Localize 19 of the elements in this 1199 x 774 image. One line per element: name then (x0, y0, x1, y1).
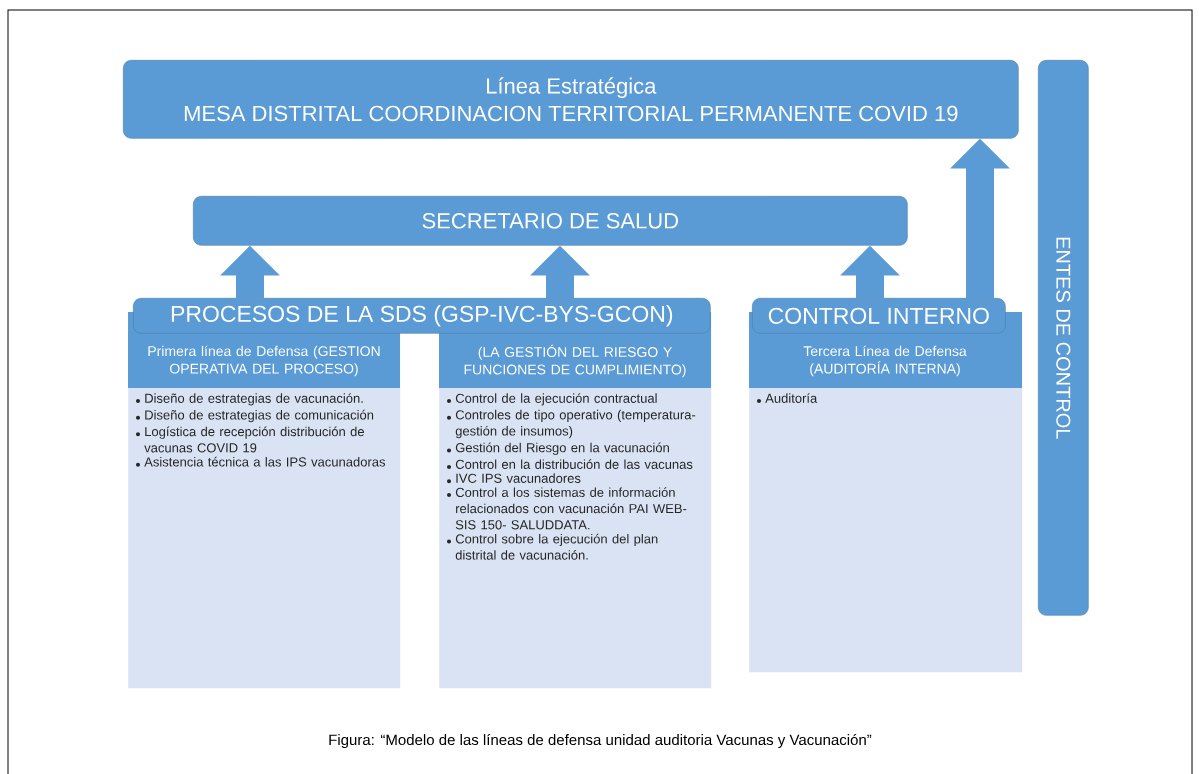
control-bodies-bar: ENTES DE CONTROL (1038, 60, 1089, 616)
bullet-item: Control a los sistemas de información relacionados con vacunación PAI WEB- SIS 150- SALUDDATA. (447, 487, 687, 530)
bullet-item: IVC IPS vacunadores (447, 473, 581, 484)
column-heading: Primera línea de Defensa (GESTION OPERATIVA DEL PROCESO) (148, 345, 380, 377)
column-heading: Tercera Línea de Defensa (AUDITORÍA INTERNA) (803, 345, 967, 377)
column-heading: (LA GESTIÓN DEL RIESGO Y FUNCIONES DE CUMPLIMIENTO) (464, 344, 686, 378)
internal-control-banner: CONTROL INTERNO (752, 298, 1006, 334)
bullet-item: Logística de recepción distribución de vacunas COVID 19 (136, 426, 364, 453)
bullet-item: Diseño de estrategias de vacunación. (136, 393, 363, 406)
bullet-item: Control sobre la ejecución del plan distrital de vacunación. (447, 533, 658, 560)
bullet-item: Controles de tipo operativo (temperatura-gestión de insumos) (447, 409, 696, 439)
bullet-item: Auditoría (757, 393, 818, 403)
bullet-item: Control en la distribución de las vacunas (447, 459, 693, 470)
bullet-item: Diseño de estrategias de comunicación (136, 409, 374, 423)
caption: Figura: “Modelo de las líneas de defensa unidad auditoria Vacunas y Vacunación” (329, 733, 872, 749)
bullet-item: Asistencia técnica a las IPS vacunadoras (136, 456, 386, 467)
bullet-item: Gestión del Riesgo en la vacunación (447, 442, 669, 455)
bullet-item: Control de la ejecución contractual (447, 393, 657, 406)
processes-banner: PROCESOS DE LA SDS (GSP-IVC-BYS-GCON) (133, 298, 711, 334)
